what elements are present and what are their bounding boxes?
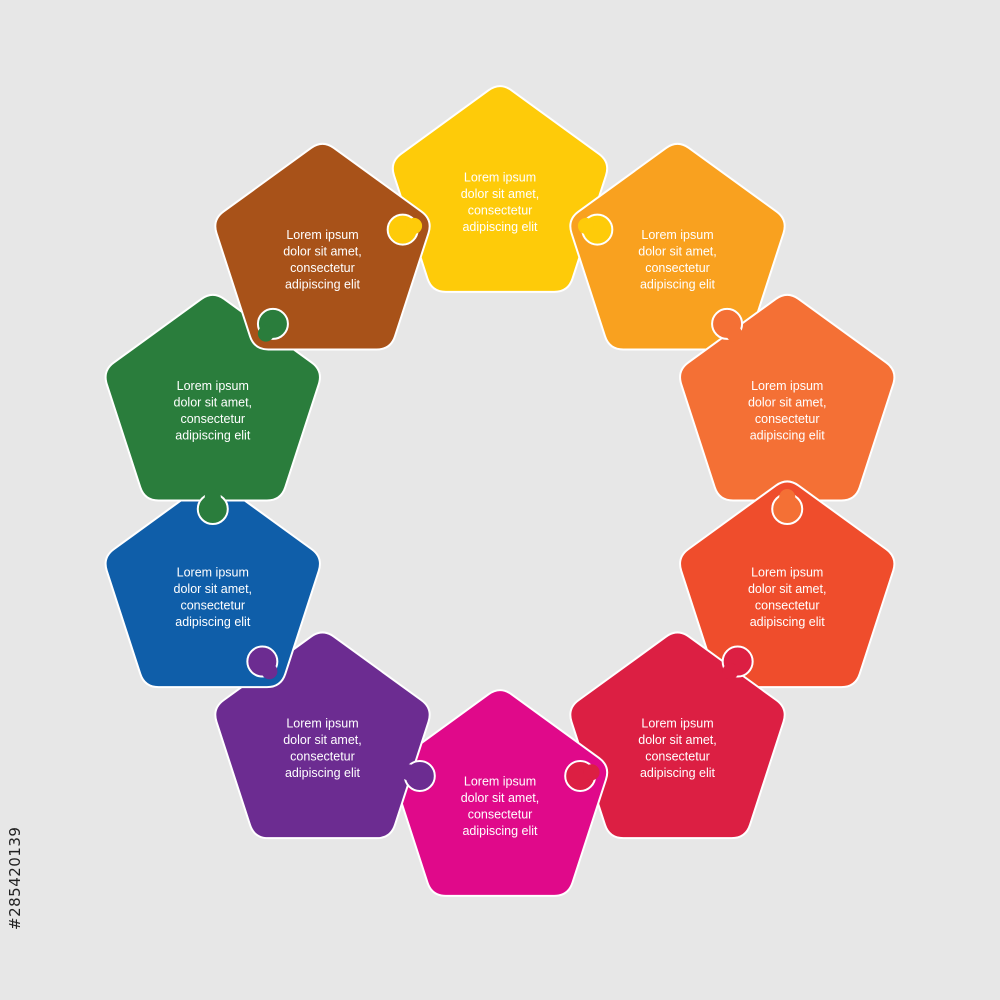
piece-label-line: Lorem ipsum — [177, 566, 249, 580]
piece-label-line: adipiscing elit — [750, 428, 826, 442]
piece-label-line: consectetur — [468, 203, 533, 217]
puzzle-piece-right-lower — [679, 480, 896, 689]
piece-label-bottom: Lorem ipsum dolor sit amet, consectetur adi… — [461, 774, 540, 838]
piece-label-line: dolor sit amet, — [461, 187, 540, 201]
piece-label-line: dolor sit amet, — [461, 791, 540, 805]
piece-label-line: adipiscing elit — [462, 220, 538, 234]
piece-label-line: Lorem ipsum — [751, 566, 823, 580]
puzzle-knob-neck — [726, 325, 743, 342]
puzzle-knob-neck — [577, 217, 594, 234]
piece-label-line: adipiscing elit — [640, 766, 716, 780]
puzzle-knob-neck — [261, 663, 278, 680]
piece-label-line: Lorem ipsum — [641, 717, 713, 731]
piece-label-right-upper: Lorem ipsum dolor sit amet, consectetur adi… — [748, 379, 827, 443]
piece-label-line: Lorem ipsum — [464, 170, 536, 184]
puzzle-piece-bottom-right — [569, 631, 786, 840]
piece-label-line: consectetur — [180, 599, 245, 613]
puzzle-piece-right-upper — [679, 293, 896, 502]
piece-label-line: adipiscing elit — [175, 428, 251, 442]
piece-label-line: Lorem ipsum — [641, 228, 713, 242]
puzzle-knob-neck — [779, 489, 796, 505]
piece-label-line: Lorem ipsum — [177, 379, 249, 393]
piece-label-line: consectetur — [468, 807, 533, 821]
piece-label-line: Lorem ipsum — [286, 228, 358, 242]
piece-label-line: dolor sit amet, — [174, 582, 253, 596]
piece-label-line: consectetur — [755, 412, 820, 426]
piece-label-bottom-left: Lorem ipsum dolor sit amet, consectetur adi… — [283, 717, 362, 781]
piece-label-line: Lorem ipsum — [464, 774, 536, 788]
piece-label-left-lower: Lorem ipsum dolor sit amet, consectetur adi… — [174, 566, 253, 630]
piece-label-line: dolor sit amet, — [638, 244, 717, 258]
piece-label-line: Lorem ipsum — [286, 717, 358, 731]
piece-label-top-right: Lorem ipsum dolor sit amet, consectetur adi… — [638, 228, 717, 292]
puzzle-knob-neck — [400, 764, 417, 781]
puzzle-labels: Lorem ipsum dolor sit amet, consectetur adi… — [174, 170, 827, 838]
piece-label-line: consectetur — [645, 261, 710, 275]
piece-label-line: adipiscing elit — [462, 824, 538, 838]
piece-label-line: consectetur — [180, 412, 245, 426]
piece-label-line: dolor sit amet, — [174, 395, 253, 409]
piece-label-line: dolor sit amet, — [748, 395, 827, 409]
puzzle-knob-neck — [257, 325, 274, 342]
piece-label-line: adipiscing elit — [285, 277, 361, 291]
piece-label-line: consectetur — [755, 599, 820, 613]
piece-label-line: adipiscing elit — [640, 277, 716, 291]
puzzle-knob-neck — [406, 217, 423, 234]
piece-label-line: dolor sit amet, — [638, 733, 717, 747]
stock-id-watermark: #285420139 — [6, 826, 24, 930]
piece-label-line: consectetur — [645, 750, 710, 764]
puzzle-knob-neck — [204, 489, 221, 505]
puzzle-knob-neck — [583, 764, 600, 781]
puzzle-piece-top — [391, 85, 609, 293]
piece-label-line: Lorem ipsum — [751, 379, 823, 393]
piece-label-line: adipiscing elit — [750, 615, 826, 629]
piece-label-line: adipiscing elit — [285, 766, 361, 780]
puzzle-piece-top-left — [214, 142, 431, 351]
piece-label-line: consectetur — [290, 261, 355, 275]
piece-label-line: dolor sit amet, — [748, 582, 827, 596]
piece-label-top-left: Lorem ipsum dolor sit amet, consectetur adi… — [283, 228, 362, 292]
piece-label-left-upper: Lorem ipsum dolor sit amet, consectetur adi… — [174, 379, 253, 443]
puzzle-knob-neck — [722, 663, 739, 680]
piece-label-line: dolor sit amet, — [283, 733, 362, 747]
piece-label-top: Lorem ipsum dolor sit amet, consectetur adi… — [461, 170, 540, 234]
puzzle-pieces — [104, 85, 896, 897]
piece-label-line: adipiscing elit — [175, 615, 251, 629]
piece-label-bottom-right: Lorem ipsum dolor sit amet, consectetur adi… — [638, 717, 717, 781]
piece-label-line: dolor sit amet, — [283, 244, 362, 258]
piece-label-right-lower: Lorem ipsum dolor sit amet, consectetur adi… — [748, 566, 827, 630]
piece-label-line: consectetur — [290, 750, 355, 764]
